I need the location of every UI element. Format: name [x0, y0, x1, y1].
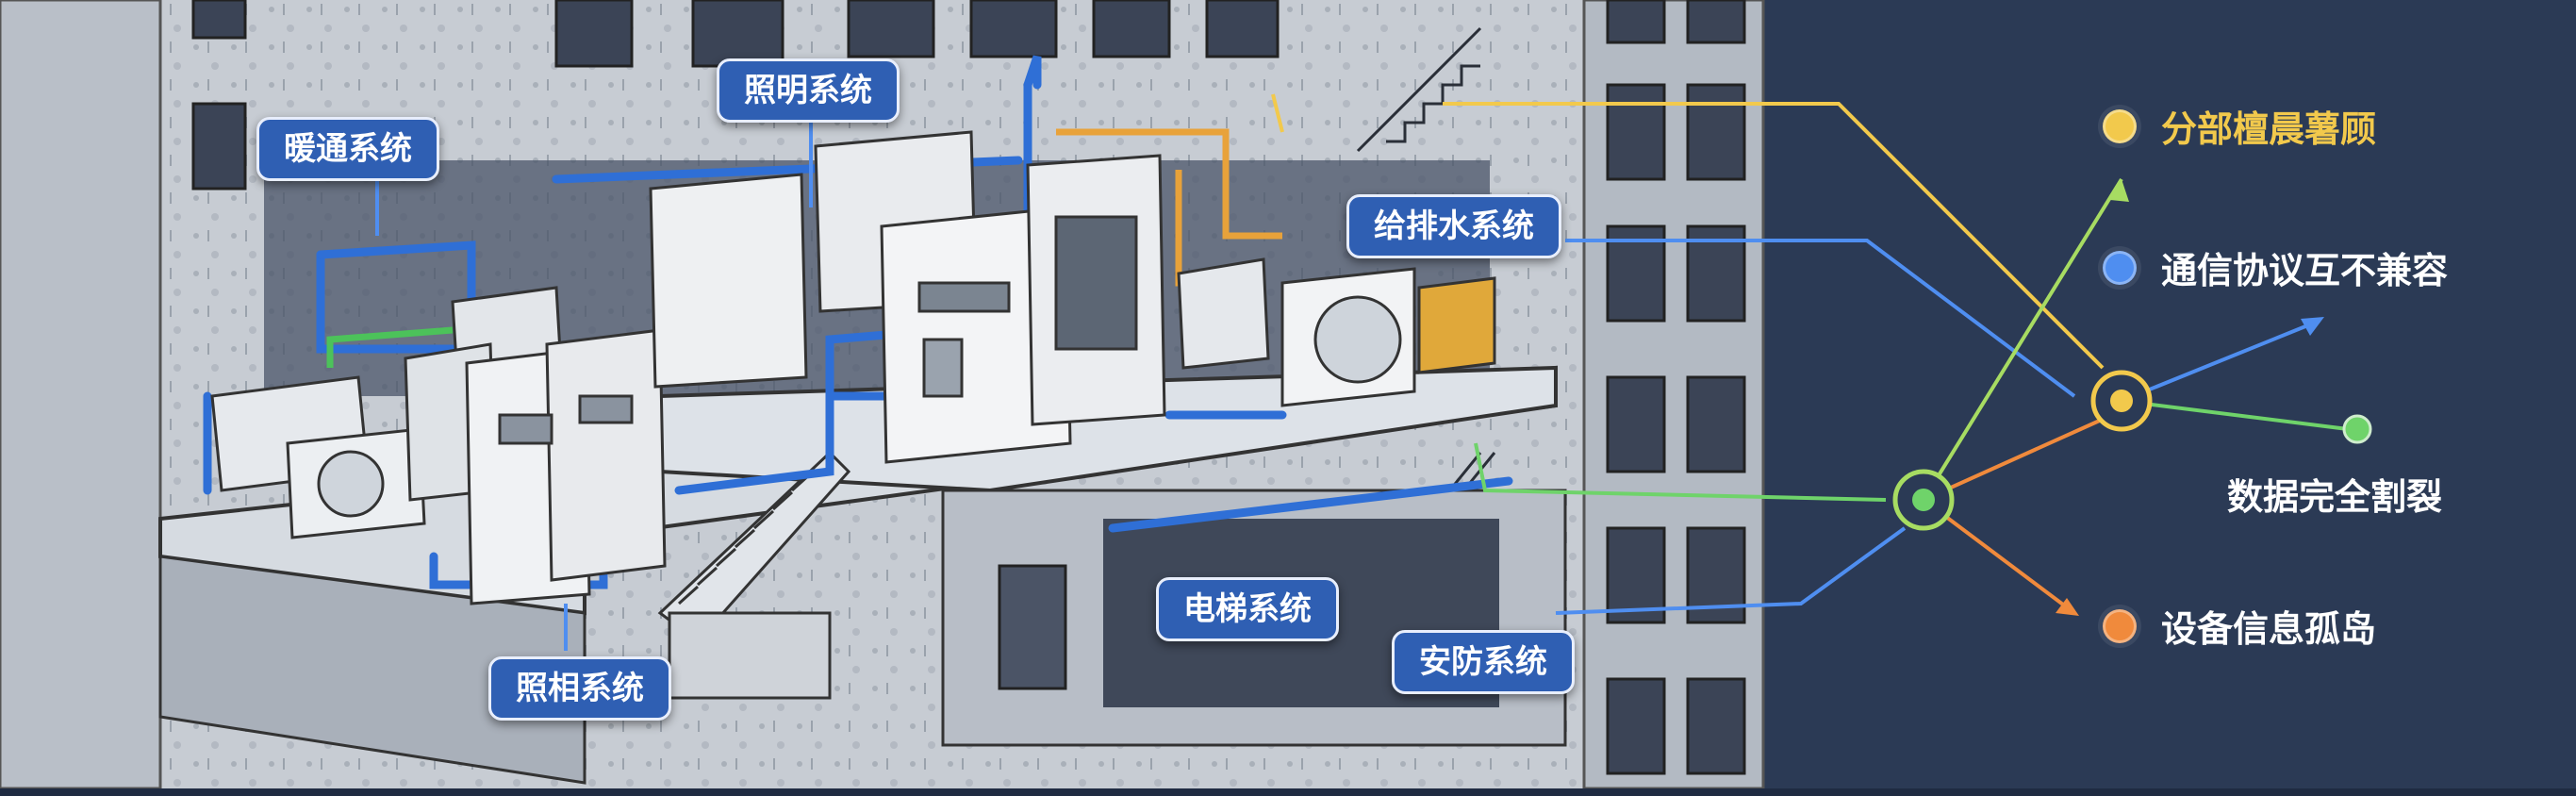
top-windows	[554, 0, 1280, 68]
issue-garbled-text: 分部檀晨薯顾	[2161, 108, 2377, 150]
label-hvac-system: 暖通系统	[256, 117, 439, 181]
label-water-system: 给排水系统	[1346, 194, 1561, 258]
label-security-system: 安防系统	[1392, 630, 1575, 694]
green-pipes	[326, 326, 454, 368]
tall-cabinet	[649, 173, 808, 389]
network-arrowheads	[2056, 179, 2324, 616]
main-control-cabinet	[880, 206, 1072, 464]
control-cabinet-b	[545, 328, 667, 582]
issue-garbled: 分部檀晨薯顾	[2103, 100, 2376, 152]
right-panel	[1759, 0, 2576, 796]
staircase-upper	[1356, 26, 1482, 153]
label-lighting-system-bottom: 照相系统	[488, 656, 671, 721]
issue-protocol: 通信协议互不兼容	[2103, 241, 2448, 293]
yellow-dot-icon	[2103, 108, 2137, 143]
label-elevator-system: 电梯系统	[1156, 577, 1339, 641]
left-column	[0, 0, 162, 790]
ac-unit-right-a	[1177, 257, 1270, 370]
network-nodes	[1892, 370, 2372, 531]
label-lighting-system-top: 照明系统	[717, 58, 900, 123]
issue-protocol-text: 通信协议互不兼容	[2161, 250, 2449, 291]
issue-island-text: 设备信息孤岛	[2161, 608, 2377, 650]
yellow-box	[1417, 276, 1496, 374]
label-connectors	[375, 93, 2105, 651]
issue-island: 设备信息孤岛	[2103, 600, 2376, 652]
issue-network	[1922, 177, 2349, 615]
issue-data: 数据完全割裂	[2227, 468, 2442, 520]
issue-data-text: 数据完全割裂	[2227, 476, 2443, 518]
lower-slab	[158, 555, 586, 785]
equipment	[210, 130, 1496, 605]
blue-dot-icon	[2103, 250, 2137, 285]
right-windows	[1606, 0, 1746, 775]
orange-dot-icon	[2103, 608, 2137, 643]
slab-stairs	[657, 450, 851, 700]
